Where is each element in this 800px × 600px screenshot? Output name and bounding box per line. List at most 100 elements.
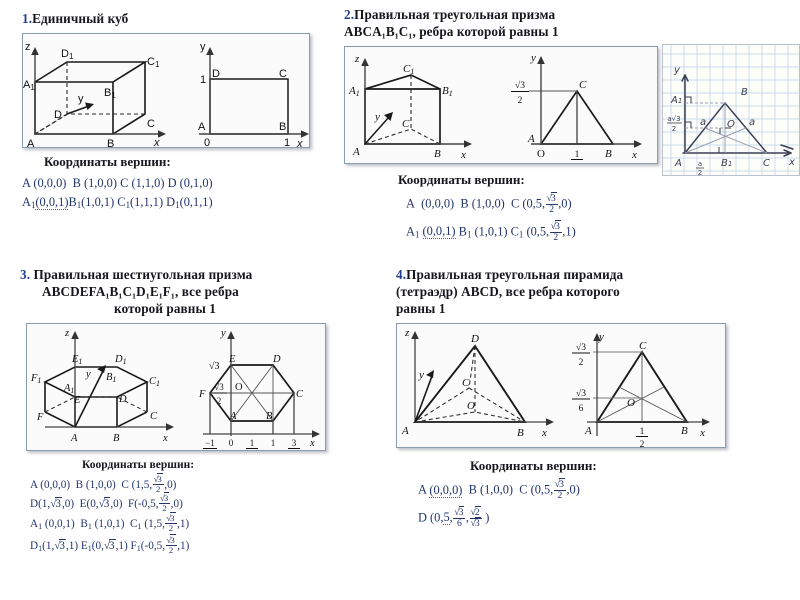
x-axis-arrow-2 xyxy=(301,130,309,138)
tick-x-half-nu-8: 1 xyxy=(640,427,645,437)
label-C-2: C xyxy=(279,68,287,80)
section-4-heading: 4.Правильная треугольная пирамида (тетра… xyxy=(396,266,756,317)
section-1-coordinates: A (0,0,0) B (1,0,0) C (1,1,0) D (0,1,0) … xyxy=(22,174,332,215)
label-O-7: O xyxy=(467,400,475,412)
unit-cube-panel: z x y A B C D A1 B1 C1 D1 xyxy=(22,33,310,148)
z-axis-arrow-7 xyxy=(411,331,419,339)
label-A-1: A xyxy=(27,138,35,148)
label-x-axis-6: x xyxy=(309,438,315,449)
svg-text:y: y xyxy=(673,65,681,76)
label-C-1: C xyxy=(147,118,155,130)
section-2-number: 2. xyxy=(344,7,355,22)
tick-y-sqrt3-half-nu: √3 xyxy=(214,382,224,392)
section-4-heading-line-2: (тетраэдр) ABCD, все ребра которого xyxy=(396,284,620,299)
tick-x-0-2: 0 xyxy=(204,137,210,148)
x-axis-arrow-8 xyxy=(702,418,710,426)
section-1-coordinates-title: Координаты вершин: xyxy=(44,154,171,169)
label-z-axis-7: z xyxy=(404,327,410,339)
tick-y-sqrt3-6-nu: √3 xyxy=(576,388,586,399)
hexagonal-prism-figure: z x y A B C D E F A1 B1 C1 D1 E1 F1 xyxy=(30,328,320,449)
label-D1-1: D1 xyxy=(61,48,74,61)
section-triangular-prism: 2.Правильная треугольная призма ABCA₁B₁C… xyxy=(344,6,664,244)
svg-text:a√3: a√3 xyxy=(667,115,680,123)
section-hexagonal-prism: 3. Правильная шестиугольная призма ABCDE… xyxy=(20,266,370,558)
section-3-heading-line-1: Правильная шестиугольная призма xyxy=(33,267,253,282)
svg-text:a: a xyxy=(749,117,755,128)
label-z-axis-3: z xyxy=(354,53,360,65)
tick-x-minus-half-nu: −1 xyxy=(205,438,215,448)
label-E-5: E xyxy=(73,395,81,406)
tick-y-sqrt3: √3 xyxy=(209,361,220,372)
label-B1-5: B1 xyxy=(106,372,116,384)
coord-line: A (0,0,0) B (1,0,0) C (1,1,0) D (0,1,0) xyxy=(22,176,213,190)
triangular-prism-figure: z x y A B C A1 B1 C1 xyxy=(348,52,642,161)
section-2-heading-line-2: ABCA₁B₁C₁, ребра которой равны 1 xyxy=(344,24,559,39)
tick-x-three-half-nu: 3 xyxy=(292,438,297,448)
svg-text:B: B xyxy=(741,87,748,98)
section-4-number: 4. xyxy=(396,267,407,282)
label-B-8: B xyxy=(681,425,688,437)
label-B-5: B xyxy=(113,433,120,444)
x-axis-arrow-1 xyxy=(158,130,166,138)
label-z-axis-5: z xyxy=(64,328,69,339)
tick-x-zero: 0 xyxy=(229,438,234,448)
y-axis-arrow-4 xyxy=(537,56,545,64)
label-D-2: D xyxy=(212,68,220,80)
svg-text:A1: A1 xyxy=(670,95,682,106)
svg-text:2: 2 xyxy=(672,125,676,133)
x-axis-arrow-6 xyxy=(312,430,320,438)
y-axis-arrow-1 xyxy=(85,102,94,110)
y-axis-arrow-5 xyxy=(97,365,106,373)
label-A-5: A xyxy=(70,433,78,444)
label-A-6: A xyxy=(229,411,237,422)
label-B1-1: B1 xyxy=(104,87,116,100)
handwritten-sketch: y x A B C O A1 B1 a a a 2 a√3 2 xyxy=(662,44,800,176)
y-axis-arrow-2 xyxy=(206,47,214,55)
tick-y-sqrt3-half-de: 2 xyxy=(217,396,222,406)
label-A1-1: A1 xyxy=(23,79,35,92)
label-B-6: B xyxy=(266,411,273,422)
label-O-8: O xyxy=(627,397,635,409)
svg-text:A: A xyxy=(674,158,682,169)
label-B-4: B xyxy=(605,148,612,160)
label-y-axis-8: y xyxy=(598,331,604,343)
tick-0-4: O xyxy=(537,148,545,160)
tick-x-half-numerator: 1 xyxy=(575,150,580,160)
section-2-heading-line-1: Правильная треугольная призма xyxy=(354,7,556,22)
label-E1-5: E1 xyxy=(71,354,82,366)
label-z-axis-1: z xyxy=(25,41,31,53)
y-axis-arrow-8 xyxy=(593,333,601,341)
label-B-1: B xyxy=(107,138,114,148)
label-E-6: E xyxy=(228,354,236,365)
label-A-8: A xyxy=(584,425,592,437)
tick-x-one: 1 xyxy=(271,438,276,448)
y-axis-arrow-3 xyxy=(384,112,393,121)
section-3-heading: 3. Правильная шестиугольная призма ABCDE… xyxy=(20,266,370,317)
hexagonal-prism-panel: z x y A B C D E F A1 B1 C1 D1 E1 F1 xyxy=(26,323,326,451)
tick-y-sqrt3-2-de: 2 xyxy=(579,358,584,368)
label-A1-3: A1 xyxy=(348,85,360,98)
label-y-axis-1: y xyxy=(78,93,84,105)
tick-y-denominator: 2 xyxy=(518,96,523,106)
x-axis-arrow-3 xyxy=(464,140,472,148)
svg-text:B1: B1 xyxy=(721,158,732,169)
tetrahedron-figure: z x y A B C O D xyxy=(401,327,710,447)
label-C-6: C xyxy=(296,389,304,400)
label-D-1: D xyxy=(54,109,62,121)
label-B1-3: B1 xyxy=(442,85,453,98)
svg-text:a: a xyxy=(698,160,702,168)
section-1-heading-line-1: Единичный куб xyxy=(32,11,129,26)
label-x-axis-8: x xyxy=(699,427,705,439)
tick-y-1-2: 1 xyxy=(200,74,206,86)
unit-cube-figure: z x y A B C D A1 B1 C1 D1 xyxy=(23,41,309,148)
label-y-axis-6: y xyxy=(220,328,226,339)
svg-text:2: 2 xyxy=(698,169,702,175)
section-4-heading-line-1: Правильная треугольная пирамида xyxy=(406,267,624,282)
section-2-coordinates-title: Координаты вершин: xyxy=(398,172,525,187)
tick-y-sqrt3-over-2: √3 xyxy=(515,80,525,91)
